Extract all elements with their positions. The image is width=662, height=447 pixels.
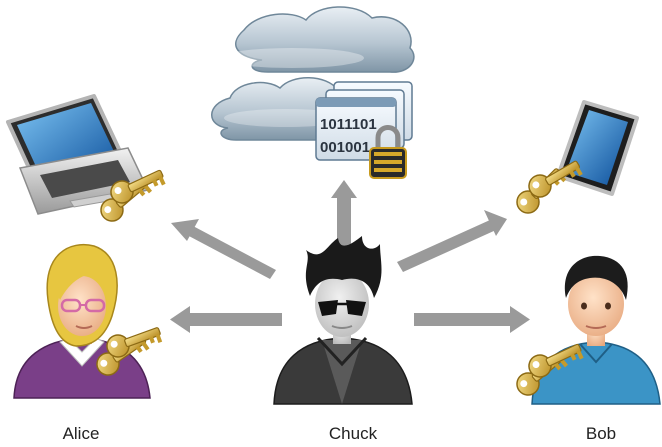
chuck-label: Chuck <box>328 424 378 443</box>
padlock-icon <box>369 125 407 179</box>
key-icon <box>528 160 583 198</box>
arrow-to-laptop <box>171 219 276 279</box>
binary-line-1: 1011101 <box>320 116 377 133</box>
bob-avatar-icon <box>531 255 661 405</box>
arrow-to-tablet <box>397 210 507 272</box>
tablet-icon <box>556 100 639 196</box>
arrow-to-cloud <box>331 180 357 248</box>
laptop-icon <box>6 94 150 215</box>
arrow-to-alice <box>170 306 282 333</box>
alice-avatar-icon <box>13 244 151 399</box>
arrow-to-bob <box>414 306 530 333</box>
key-icon <box>110 169 166 204</box>
alice-label: Alice <box>62 424 100 443</box>
chuck-avatar-icon <box>273 236 413 405</box>
cloud-icon <box>211 6 415 141</box>
key-icon <box>106 327 163 358</box>
encrypted-data-icon: 1011101 001001 <box>315 81 413 161</box>
arrows <box>170 180 530 333</box>
binary-line-2: 001001 <box>320 139 370 156</box>
key-icon <box>528 343 584 378</box>
bob-label: Bob <box>585 424 617 443</box>
